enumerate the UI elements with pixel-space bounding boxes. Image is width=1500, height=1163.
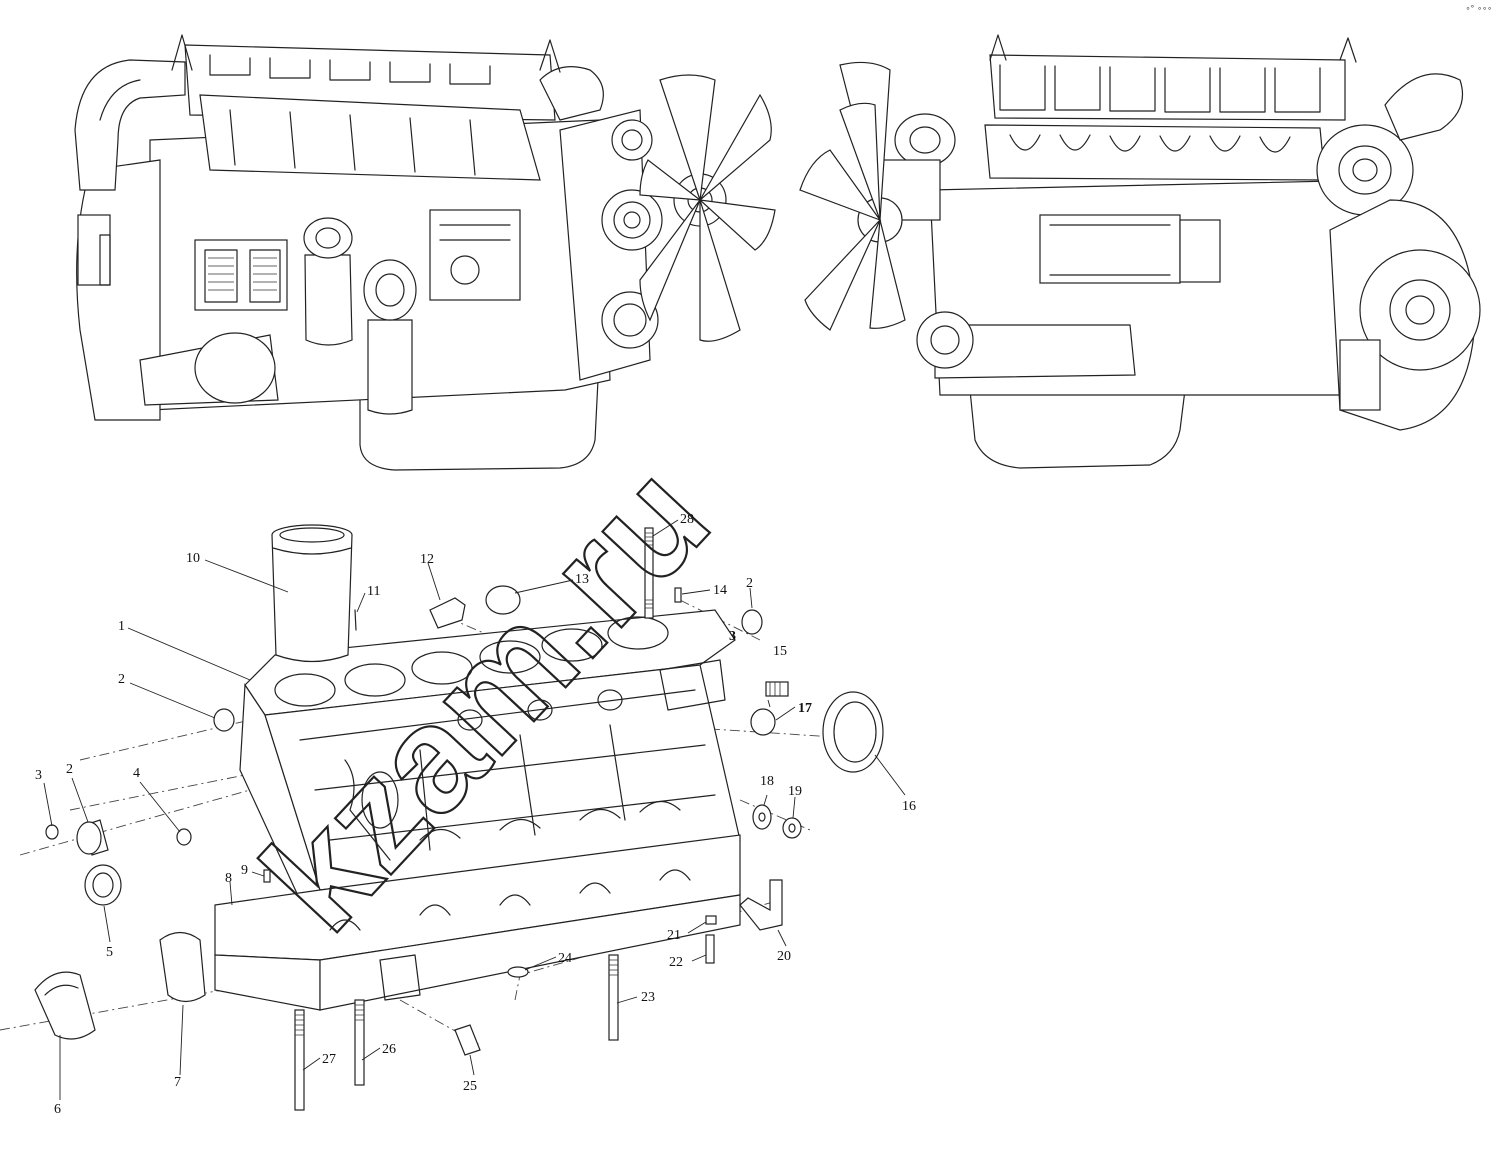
part-27-bolt [294,1009,305,1111]
part-23-bolt [608,954,619,1041]
part-2-bushing [76,819,109,856]
callout-2: 2 [746,576,753,591]
callout-2: 2 [66,762,73,777]
part-17-plug [750,708,776,736]
callout-12: 12 [420,552,434,567]
callout-19: 19 [788,784,802,799]
part-26-bolt [354,999,365,1086]
part-14-pin [674,587,682,603]
engine-left-view [74,34,776,471]
part-24-washer [507,966,529,978]
part-13-plug [485,585,521,615]
callout-25: 25 [463,1079,477,1094]
part-12-bracket [429,597,466,629]
engine-right-view [799,34,1481,469]
callout-4: 4 [133,766,140,781]
part-10-cylinder-liner [271,524,353,663]
callout-5: 5 [106,945,113,960]
turbo-right [1316,73,1464,216]
fan-right [799,61,906,331]
part-21-washer [705,915,717,925]
callout-labels: 1 2 2 2 3 3 4 5 6 7 8 9 10 11 12 13 14 1… [35,512,916,1117]
callout-11: 11 [367,584,380,599]
part-16-seal [822,691,884,773]
fan-left [639,74,776,342]
part-15-fitting [765,681,789,697]
part-5-bushing [84,864,122,906]
part-3-plug [45,824,59,840]
callout-8: 8 [225,871,232,886]
callout-7: 7 [174,1075,181,1090]
part-18-washer [752,804,772,830]
part-20-elbow [739,879,783,931]
callout-16: 16 [902,799,916,814]
part-2-plug-left [213,708,235,732]
callout-27: 27 [322,1052,336,1067]
part-11-pin [354,609,357,631]
part-2-plug-top [741,609,763,635]
callout-28: 28 [680,512,694,527]
callout-20: 20 [777,949,791,964]
callout-17: 17 [798,701,812,716]
corner-mark: ∘° ∘∘∘ [1465,4,1492,13]
callout-23: 23 [641,990,655,1005]
callout-1: 1 [118,619,125,634]
callout-2: 2 [118,672,125,687]
callout-9: 9 [241,863,248,878]
callout-18: 18 [760,774,774,789]
part-22-bolt [705,934,715,964]
callout-26: 26 [382,1042,396,1057]
callout-3: 3 [729,629,736,644]
part-28-stud [644,527,654,619]
callout-24: 24 [558,951,572,966]
callout-10: 10 [186,551,200,566]
part-7-thrust-washer [159,931,206,1003]
part-25-drain-plug [454,1024,481,1056]
callout-21: 21 [667,928,681,943]
callout-14: 14 [713,583,727,598]
callout-13: 13 [575,572,589,587]
callout-6: 6 [54,1102,61,1117]
cylinder-block-exploded [0,519,906,1111]
callout-15: 15 [773,644,787,659]
part-19-nut [782,817,802,839]
part-4-plug [176,828,192,846]
callout-3: 3 [35,768,42,783]
callout-22: 22 [669,955,683,970]
part-6-bearing-shell [34,971,96,1040]
